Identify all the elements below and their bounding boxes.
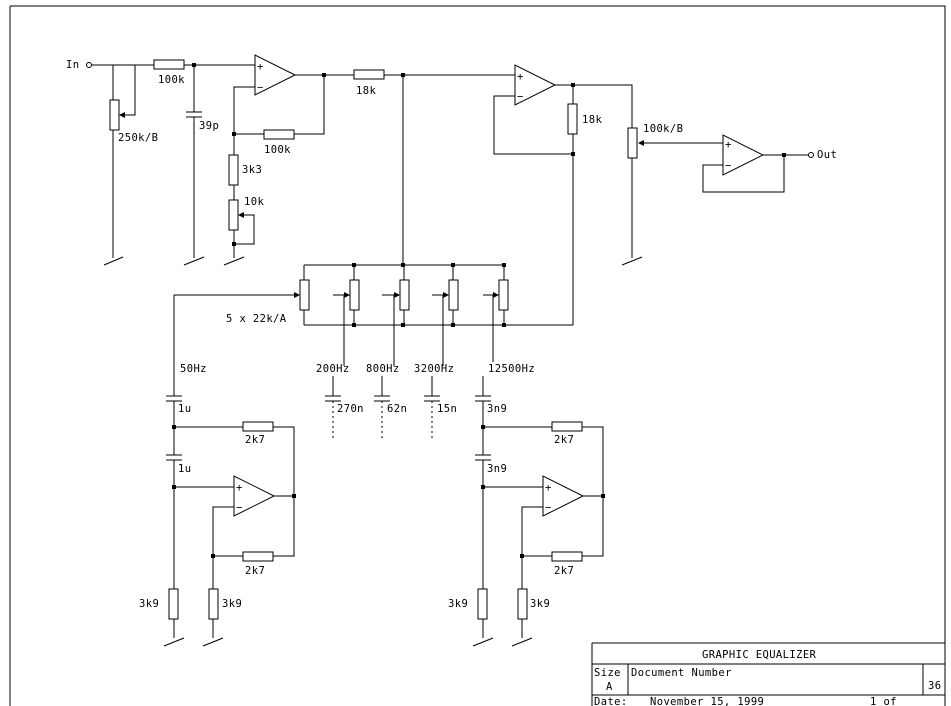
left-c1-label: 1u [178, 403, 191, 415]
band-50hz-label: 50Hz [180, 363, 207, 375]
output-label: Out [817, 149, 837, 161]
title-block-sheet: 1 of [870, 696, 897, 706]
sheet-border [9, 5, 946, 706]
opamp-summing-minus: − [517, 91, 524, 103]
right-r-bot-label: 2k7 [554, 565, 574, 577]
input-potentiometer [109, 99, 120, 131]
right-opamp-minus: − [545, 502, 552, 514]
input-label: In [66, 59, 79, 71]
opamp-summing-plus: + [517, 71, 524, 83]
right-resistor-2k7-bottom [551, 551, 583, 562]
band-12500hz-label: 12500Hz [488, 363, 535, 375]
pot-200hz [349, 279, 360, 311]
title-block-date-label: Date: [594, 696, 628, 706]
resistor-18k-feedback-label: 18k [582, 114, 602, 126]
left-resistor-3k9-b [208, 588, 219, 620]
title-block-title: GRAPHIC EQUALIZER [702, 649, 817, 661]
gyrator-12500hz: 3n9 2k7 3n9 + − 2k7 3k9 3k9 [448, 376, 605, 647]
left-r-bot-label: 2k7 [245, 565, 265, 577]
resistor-18k-series-label: 18k [356, 85, 376, 97]
pot-50hz [299, 279, 310, 311]
band-labels: 50Hz 200Hz 800Hz 3200Hz 12500Hz 270n 62n… [180, 363, 535, 438]
potentiometer-10k-label: 10k [244, 196, 264, 208]
opamp-input-plus: + [257, 61, 264, 73]
input-stage: In 250k/B 100k 39p + − 100k [66, 54, 515, 266]
band-200hz-label: 200Hz [316, 363, 350, 375]
resistor-3k3 [228, 154, 239, 186]
right-resistor-2k7-top [551, 421, 583, 432]
band-800hz-label: 800Hz [366, 363, 400, 375]
output-pot-label: 100k/B [643, 123, 683, 135]
pot-800hz [399, 279, 410, 311]
opamp-input [254, 54, 297, 96]
left-r-ga-label: 3k9 [139, 598, 159, 610]
left-resistor-3k9-a [168, 588, 179, 620]
opamp-buffer-minus: − [725, 160, 732, 172]
title-block-date-value: November 15, 1999 [650, 696, 764, 706]
output-potentiometer [627, 127, 638, 159]
right-opamp-plus: + [545, 482, 552, 494]
potentiometer-10k [228, 199, 239, 231]
pots-label: 5 x 22k/A [226, 313, 287, 325]
right-opamp [542, 475, 585, 517]
resistor-18k-series [353, 69, 385, 80]
right-r-ga-label: 3k9 [448, 598, 468, 610]
cap-15n-label: 15n [437, 403, 457, 415]
input-pot-label: 250k/B [118, 132, 158, 144]
resistor-100k-input [153, 59, 185, 70]
right-c1-label: 3n9 [487, 403, 507, 415]
resistor-18k-feedback [567, 103, 578, 135]
left-resistor-2k7-bottom [242, 551, 274, 562]
summing-stage: + − 18k 100k/B + − Out [493, 64, 837, 325]
right-r-top-label: 2k7 [554, 434, 574, 446]
gyrator-50hz: 1u 2k7 1u + − 2k7 3k9 3k9 [139, 295, 296, 647]
right-resistor-3k9-b [517, 588, 528, 620]
cap-39p-label: 39p [199, 120, 219, 132]
title-block: GRAPHIC EQUALIZER Size A Document Number… [591, 642, 945, 706]
resistor-100k-feedback [263, 129, 295, 140]
pot-3200hz [448, 279, 459, 311]
resistor-100k-feedback-label: 100k [264, 144, 291, 156]
title-block-size-value: A [606, 681, 613, 693]
right-r-gb-label: 3k9 [530, 598, 550, 610]
band-3200hz-label: 3200Hz [414, 363, 454, 375]
right-resistor-3k9-a [477, 588, 488, 620]
opamp-input-minus: − [257, 82, 264, 94]
left-resistor-2k7-top [242, 421, 274, 432]
left-opamp-minus: − [236, 502, 243, 514]
resistor-100k-input-label: 100k [158, 74, 185, 86]
opamp-buffer-plus: + [725, 139, 732, 151]
opamp-summing [514, 64, 557, 106]
title-block-rev: 36 [928, 680, 941, 692]
left-c2-label: 1u [178, 463, 191, 475]
title-block-size-label: Size [594, 667, 621, 679]
left-r-top-label: 2k7 [245, 434, 265, 446]
opamp-output-buffer [722, 134, 765, 176]
right-c2-label: 3n9 [487, 463, 507, 475]
left-opamp [233, 475, 276, 517]
resistor-3k3-label: 3k3 [242, 164, 262, 176]
cap-62n-label: 62n [387, 403, 407, 415]
left-opamp-plus: + [236, 482, 243, 494]
band-pot-bank: 5 x 22k/A [174, 263, 573, 366]
title-block-docnum-label: Document Number [631, 667, 732, 679]
left-r-gb-label: 3k9 [222, 598, 242, 610]
cap-270n-label: 270n [337, 403, 364, 415]
pot-12500hz [498, 279, 509, 311]
